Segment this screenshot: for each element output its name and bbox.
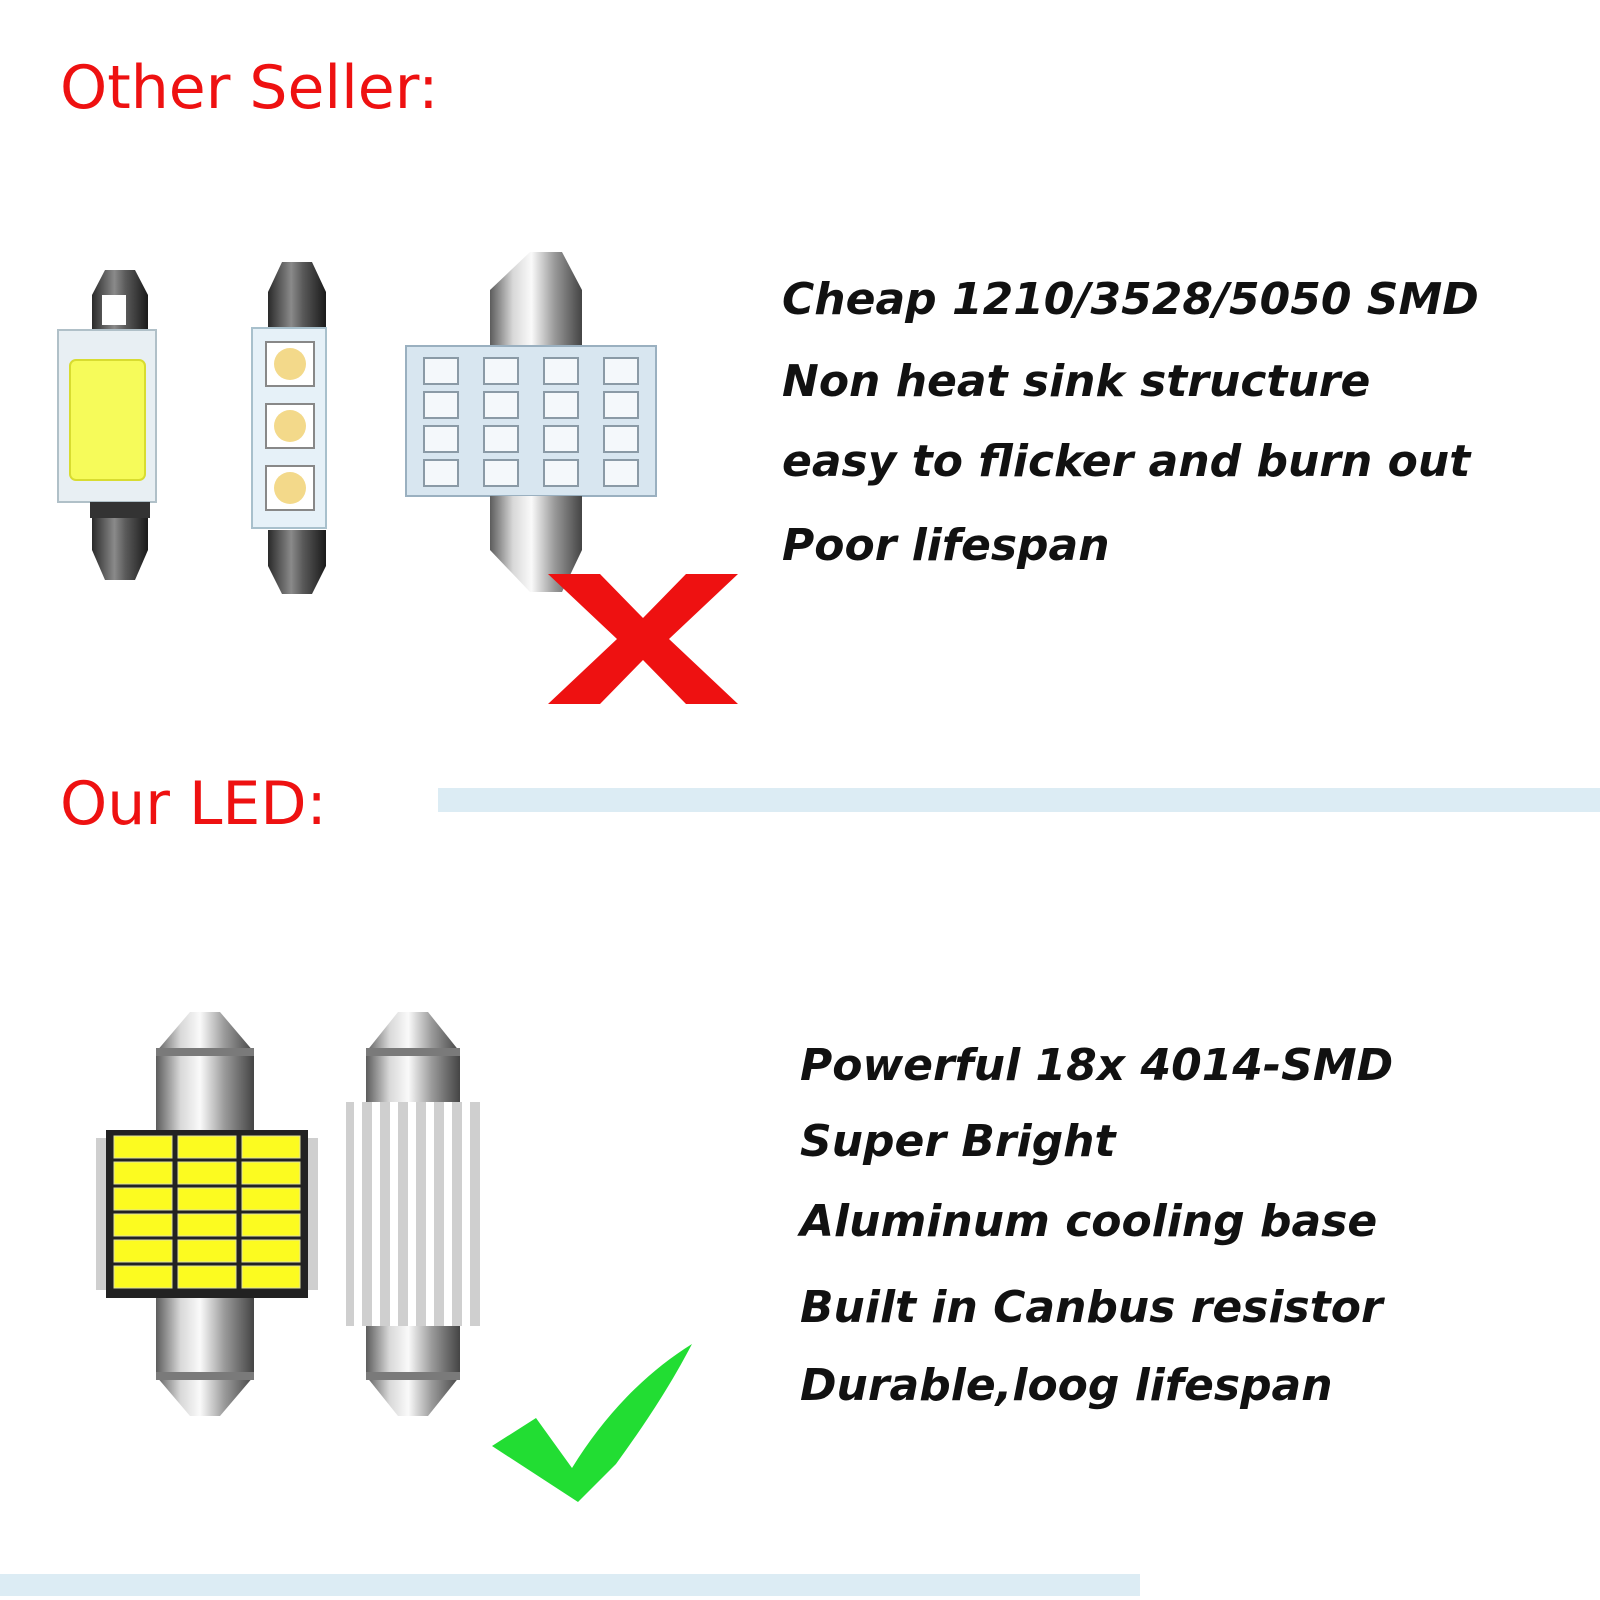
feature-item: Super Bright <box>800 1116 1116 1167</box>
smd1210-bulb <box>405 252 657 592</box>
smd4014-bulb <box>96 1012 318 1416</box>
feature-item: easy to flicker and burn out <box>782 436 1471 487</box>
feature-item: Aluminum cooling base <box>800 1196 1378 1247</box>
feature-item: Non heat sink structure <box>782 356 1371 407</box>
cob-bulb <box>57 270 157 580</box>
other-seller-heading: Other Seller: <box>60 53 439 123</box>
feature-item: Powerful 18x 4014-SMD <box>800 1040 1394 1091</box>
red-cross-icon <box>548 574 738 704</box>
feature-item: Poor lifespan <box>782 520 1110 571</box>
aluminum-bulb <box>346 1012 480 1416</box>
our-led-heading: Our LED: <box>60 769 327 839</box>
section-divider <box>438 788 1600 812</box>
feature-item: Durable,loog lifespan <box>800 1360 1333 1411</box>
feature-item: Cheap 1210/3528/5050 SMD <box>782 274 1479 325</box>
smd5050-bulb <box>251 262 327 594</box>
feature-item: Built in Canbus resistor <box>800 1282 1383 1333</box>
green-check-icon <box>492 1344 692 1502</box>
bottom-divider <box>0 1574 1140 1596</box>
our-led-bulbs-image <box>96 1012 480 1416</box>
other-seller-bulbs-image <box>57 252 657 594</box>
